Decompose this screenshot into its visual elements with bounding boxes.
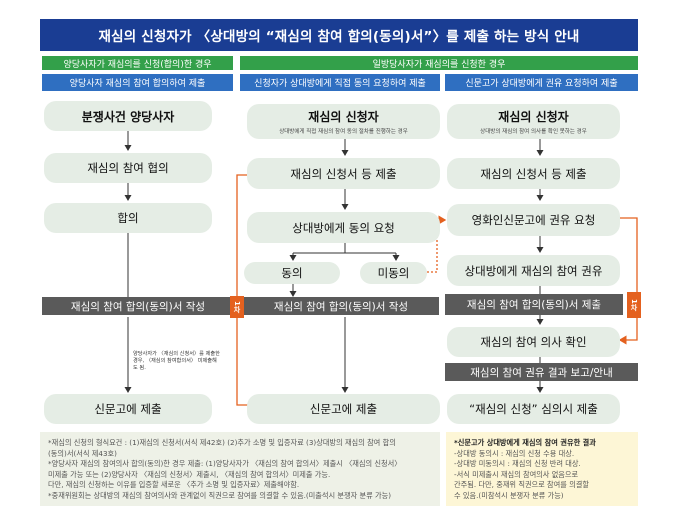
note-left-small: 양당사자가 〈재심의 신청서〉를 제출한 경우, 〈재심의 참여합의서〉 미제출… [133,351,220,371]
note-right-line: -상대방 미동의시 : 재심의 신청 반려 대상. [454,459,581,468]
notes-left: *재심의 신청의 형식요건 : (1)재심의 신청서(서식 제42호) (2)추… [40,432,440,506]
note-left-line: 미제출 가능 또는 (2)양당사자 〈재심의 신청서〉제출시, 〈재심의 참여 … [48,469,331,479]
node-left-agreement: 합의 [44,203,212,233]
node-left-start: 분쟁사건 양당사자 [44,101,212,131]
node-left-negotiation: 재심의 참여 협의 [44,153,212,183]
dotted-arrow-to-right [427,215,447,273]
side-label-right: 1차 [627,292,641,318]
notes-right: *신문고가 상대방에게 재심의 참여 권유한 결과 -상대방 동의시 : 재심의… [446,432,638,506]
note-right-line: -상대방 동의시 : 재심의 신청 수용 대상. [454,448,575,458]
note-left-line: *중재위원회는 상대방의 재심의 참여의사와 관계없이 직권으로 참여를 의결할… [48,490,392,500]
node-mid-apply: 재심의 신청서 등 제출 [247,158,440,189]
node-mid-start: 재심의 신청자 상대방에게 직접 재심의 참여 동의 절차를 진행하는 경우 [247,104,440,139]
loop-mid-orange [236,174,292,406]
node-right-start-sub: 상대방의 재심의 참여 의사를 확인 못하는 경우 [480,129,587,135]
section-left-blue: 양당사자 재심의 참여 합의하여 제출 [42,74,233,91]
node-left-submit: 신문고에 제출 [44,394,212,424]
bar-right-submit: 재심의 참여 합의(동의)서 제출 [445,294,623,315]
page-title: 재심의 신청자가 〈상대방의 “재심의 참여 합의(동의)서”〉를 제출 하는 … [40,19,638,51]
section-right-green: 일방당사자가 재심의를 신청한 경우 [240,56,638,70]
bar-left-write: 재심의 참여 합의(동의)서 작성 [42,297,234,315]
node-right-request: 영화인신문고에 권유 요청 [447,204,620,236]
node-right-confirm: 재심의 참여 의사 확인 [447,327,620,357]
node-mid-submit: 신문고에 제출 [247,394,440,424]
section-right-blue: 신문고가 상대방에게 권유 요청하여 제출 [445,74,638,91]
note-right-heading: *신문고가 상대방에게 재심의 참여 권유한 결과 [454,438,596,447]
node-mid-disagree: 미동의 [360,262,427,284]
note-left-line: 다만, 재심의 신청하는 이유를 입증할 새로운 〈추가 소명 및 입증자료〉제… [48,480,300,489]
node-right-apply: 재심의 신청서 등 제출 [447,158,620,189]
note-left-line: *양당사자 재심의 참여의사 합의(동의)한 경우 제출: (1)양당사자가 〈… [48,459,402,468]
loop-right-orange [618,217,638,345]
node-mid-start-title: 재심의 신청자 [308,110,379,124]
note-right-line: 수 있음.(미참석시 분쟁자 분류 가능) [454,490,564,500]
bar-right-report: 재심의 참여 권유 결과 보고/안내 [445,363,638,381]
note-left-line: (동의)서(서식 제43호) [48,448,117,458]
node-mid-start-sub: 상대방에게 직접 재심의 참여 동의 절차를 진행하는 경우 [279,129,408,135]
node-right-recommend: 상대방에게 재심의 참여 권유 [447,255,620,286]
node-mid-agree: 동의 [244,262,340,284]
node-mid-request: 상대방에게 동의 요청 [247,212,440,243]
node-right-start-title: 재심의 신청자 [498,110,569,124]
bar-mid-write: 재심의 참여 합의(동의)서 작성 [243,297,439,315]
note-right-line: 간주됨. 다만, 중재위 직권으로 참여를 의결할 [454,480,590,489]
section-mid-blue: 신청자가 상대방에게 직접 동의 요청하여 제출 [240,74,440,91]
note-right-line: -서식 미제출시 재심의 참여의사 없음으로 [454,469,579,479]
side-label-mid: 1차 [230,296,244,318]
node-right-submit: “재심의 신청” 심의시 제출 [447,394,620,424]
section-left-green: 양당사자가 재심의를 신청(합의)한 경우 [42,56,233,70]
node-right-start: 재심의 신청자 상대방의 재심의 참여 의사를 확인 못하는 경우 [447,104,620,139]
note-left-line: *재심의 신청의 형식요건 : (1)재심의 신청서(서식 제42호) (2)추… [48,438,396,447]
